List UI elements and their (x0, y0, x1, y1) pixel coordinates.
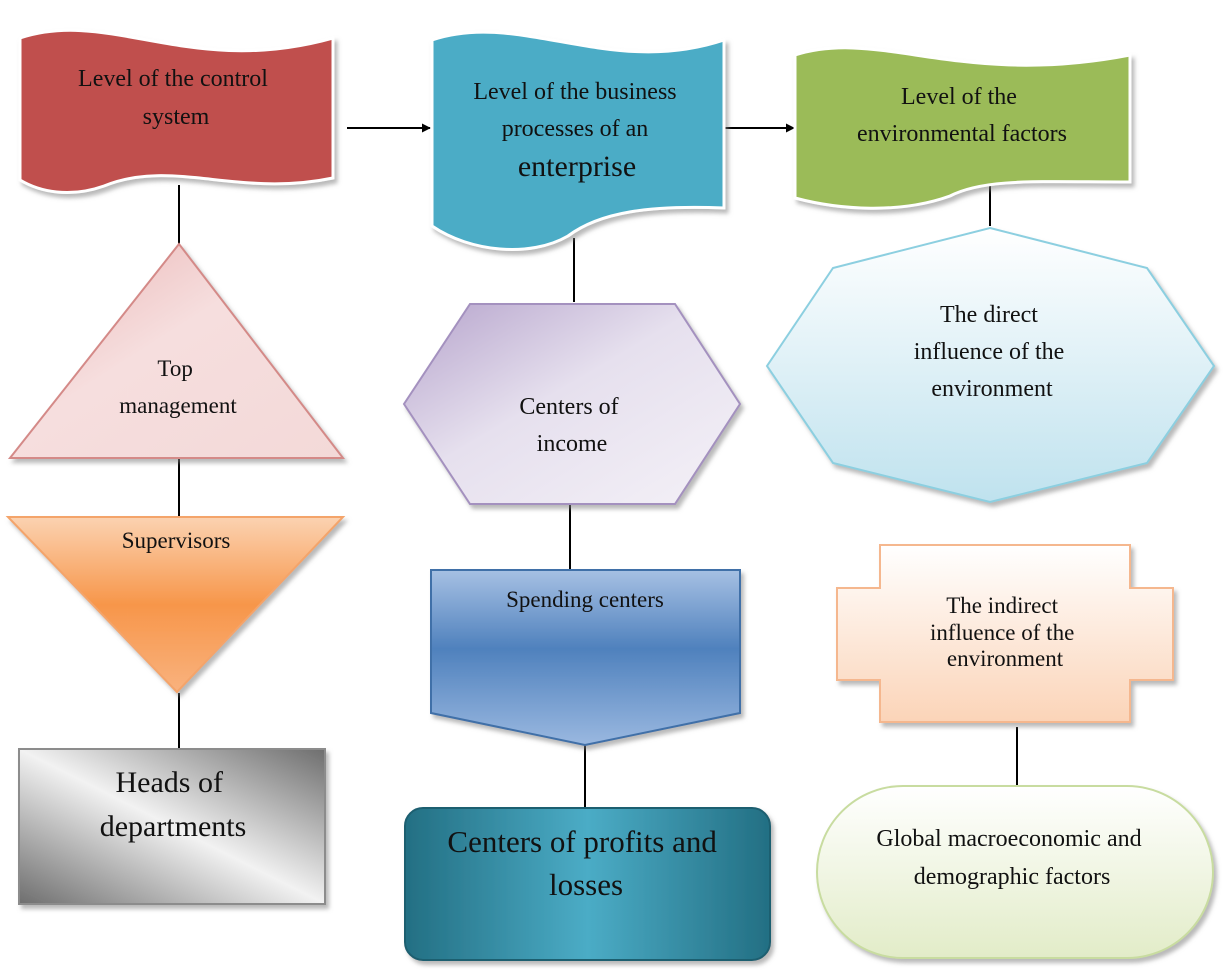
supervisors-label: Supervisors (122, 528, 231, 553)
spending-centers-shape (430, 569, 741, 747)
indirect-influence-line-2: influence of the (930, 620, 1074, 645)
centers-of-income-line-2: income (537, 431, 608, 457)
centers-of-income-line-1: Centers of (519, 394, 618, 420)
top-management-line-1: Top (157, 356, 192, 381)
centers-of-income-hexagon: Centers of income (402, 303, 742, 505)
direct-influence-line-2: influence of the (914, 339, 1065, 365)
svg-text:Global macroeconomic and: Global macroeconomic and demographic fac… (876, 826, 1147, 890)
svg-text:Level of the control sys: Level of the control system (78, 66, 274, 130)
indirect-influence-line-1: The indirect (946, 593, 1058, 618)
top-management-line-2: management (119, 393, 237, 418)
supervisors-shape (5, 516, 346, 694)
level-environment-line-2: environmental factors (857, 121, 1067, 147)
level-control-line-1: Level of the control (78, 66, 268, 92)
level-environment-banner: Level of the environmental factors (793, 46, 1132, 210)
global-factors-line-1: Global macroeconomic and (876, 826, 1141, 852)
indirect-influence-shape (836, 544, 1174, 723)
level-business-banner: Level of the business processes of an en… (430, 30, 726, 251)
direct-influence-star: The direct influence of the environment (765, 226, 1216, 504)
centers-of-profits-box: Centers of profits and losses (404, 807, 771, 961)
centers-of-profits-line-1: Centers of profits and (447, 824, 717, 859)
centers-of-income-shape (402, 303, 742, 505)
level-environment-shape (793, 46, 1132, 210)
spending-centers-label: Spending centers (506, 587, 664, 612)
global-factors-shape (816, 785, 1214, 959)
heads-of-departments-shape (18, 748, 326, 905)
indirect-influence-line-3: environment (947, 646, 1064, 671)
supervisors-triangle: Supervisors (5, 516, 346, 694)
global-factors-terminator: Global macroeconomic and demographic fac… (816, 785, 1214, 959)
global-factors-line-2: demographic factors (914, 864, 1111, 890)
direct-influence-shape (765, 226, 1216, 504)
heads-line-2: departments (100, 810, 247, 843)
svg-text:Top management: Top management (119, 356, 237, 418)
svg-text:Level of the environment: Level of the environmental factors (857, 84, 1067, 147)
svg-text:Heads of departments: Heads of departments (100, 766, 247, 843)
level-environment-line-1: Level of the (901, 84, 1017, 110)
svg-text:The direct influence of: The direct influence of the environment (914, 302, 1071, 402)
level-business-line-2: processes of an (502, 116, 649, 142)
level-control-line-2: system (143, 104, 210, 130)
svg-text:Centers of profits and l: Centers of profits and losses (447, 824, 724, 902)
svg-text:Level of the business pr: Level of the business processes of an en… (473, 79, 680, 183)
heads-line-1: Heads of (116, 766, 223, 799)
centers-of-profits-shape (404, 807, 771, 961)
indirect-influence-plaque: The indirect influence of the environmen… (836, 544, 1174, 723)
heads-of-departments-box: Heads of departments (18, 748, 326, 905)
svg-text:The indirect influence o: The indirect influence of the environmen… (930, 593, 1080, 671)
level-business-line-3: enterprise (518, 150, 636, 183)
direct-influence-line-3: environment (931, 376, 1053, 402)
direct-influence-line-1: The direct (940, 302, 1038, 328)
top-management-shape (7, 242, 346, 459)
svg-text:Centers of income: Centers of income (519, 394, 624, 457)
level-control-banner: Level of the control system (18, 28, 335, 195)
centers-of-profits-line-2: losses (549, 867, 623, 902)
level-control-shape (18, 28, 335, 195)
spending-centers-pentagon: Spending centers (430, 569, 741, 747)
connectors (178, 123, 1018, 808)
level-business-shape (430, 30, 726, 251)
top-management-triangle: Top management (7, 242, 346, 459)
level-business-line-1: Level of the business (473, 79, 676, 105)
